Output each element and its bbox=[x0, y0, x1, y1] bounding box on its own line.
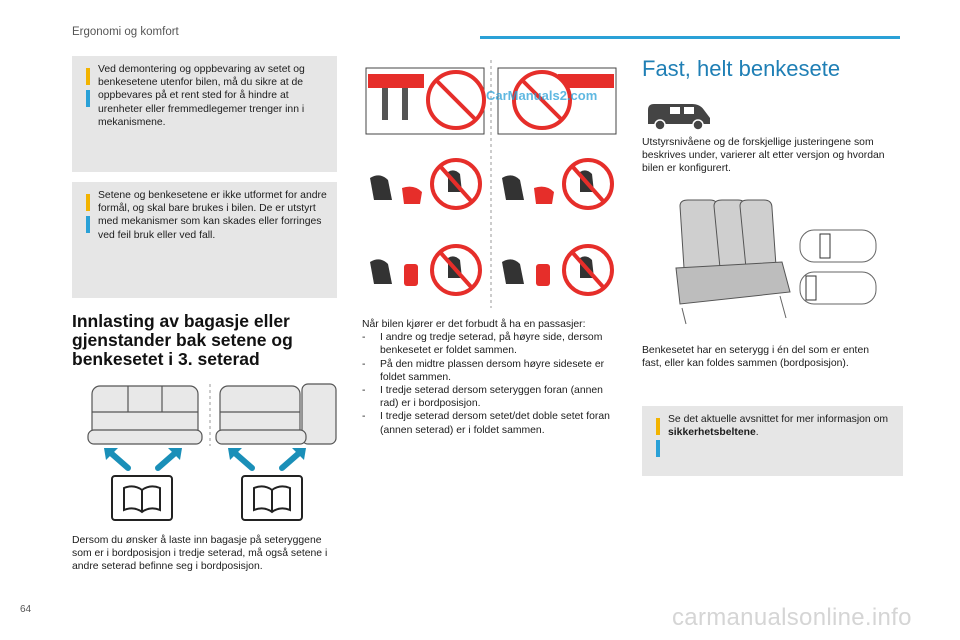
warning-bar-icon bbox=[656, 418, 660, 435]
info-bar-icon bbox=[656, 440, 660, 457]
note-text: Setene og benkesetene er ikke utformet f… bbox=[98, 190, 327, 241]
rear-seat-table-position-right bbox=[215, 383, 337, 445]
driving-rules: Når bilen kjører er det forbudt å ha en … bbox=[362, 318, 624, 437]
bench-description: Benkesetet har en seterygg i én del som … bbox=[642, 345, 870, 370]
prohibition-sign-folded-seat-left bbox=[370, 244, 482, 296]
section-header: Ergonomi og komfort bbox=[72, 26, 179, 38]
note-suffix: . bbox=[755, 427, 759, 439]
manual-book-icon bbox=[111, 475, 173, 521]
manual-book-icon bbox=[241, 475, 303, 521]
header-rule bbox=[480, 36, 900, 39]
rear-seat-table-position-left bbox=[87, 385, 203, 445]
fixed-bench-seat-illustration bbox=[675, 199, 877, 325]
info-bar-icon bbox=[86, 90, 90, 107]
info-note-seatbelts: Se det aktuelle avsnittet for mer inform… bbox=[642, 406, 903, 476]
warning-note-purpose: Setene og benkesetene er ikke utformet f… bbox=[72, 182, 337, 298]
info-bar-icon bbox=[86, 216, 90, 233]
note-text: Se det aktuelle avsnittet for mer inform… bbox=[668, 413, 893, 439]
note-prefix: Se det aktuelle avsnittet for mer inform… bbox=[668, 414, 889, 425]
driving-rule-item: I tredje seterad dersom setet/det doble … bbox=[362, 410, 624, 436]
loading-text: Dersom du ønsker å laste inn bagasje på … bbox=[72, 535, 328, 573]
loading-heading: Innlasting av bagasje eller gjenstander … bbox=[72, 311, 293, 369]
prohibition-sign-table-position-left bbox=[370, 158, 482, 210]
driving-rule-item: I tredje seterad dersom seteryggen foran… bbox=[362, 384, 624, 410]
arrow-icon bbox=[109, 451, 131, 471]
warning-bar-icon bbox=[86, 68, 90, 85]
prohibited-passenger-pictograms bbox=[365, 60, 617, 308]
prohibition-sign-folded-bench-right bbox=[497, 67, 617, 135]
arrow-icon bbox=[279, 451, 301, 471]
seatbelts-link-text: sikkerhetsbeltene bbox=[668, 427, 756, 439]
prohibition-sign-table-position-right bbox=[502, 158, 614, 210]
seat-table-position-illustration bbox=[87, 383, 337, 521]
prohibition-sign-folded-bench-left bbox=[365, 67, 486, 135]
driving-intro: Når bilen kjører er det forbudt å ha en … bbox=[362, 319, 586, 330]
note-text: Ved demontering og oppbevaring av setet … bbox=[98, 64, 305, 128]
page-number: 64 bbox=[20, 604, 32, 615]
arrow-icon bbox=[233, 451, 255, 471]
warning-bar-icon bbox=[86, 194, 90, 211]
image-watermark: CarManuals2.com bbox=[486, 88, 598, 103]
van-icon bbox=[648, 104, 710, 131]
bench-heading: Fast, helt benkesete bbox=[642, 56, 841, 81]
prohibition-sign-folded-seat-right bbox=[502, 244, 614, 296]
driving-rule-item: På den midtre plassen dersom høyre sides… bbox=[362, 358, 624, 384]
footer-watermark: carmanualsonline.info bbox=[672, 604, 912, 631]
arrow-icon bbox=[155, 451, 177, 471]
driving-rule-item: I andre og tredje seterad, på høyre side… bbox=[362, 331, 624, 357]
warning-note-dismount: Ved demontering og oppbevaring av setet … bbox=[72, 56, 337, 172]
bench-intro: Utstyrsnivåene og de forskjellige juster… bbox=[642, 137, 885, 175]
